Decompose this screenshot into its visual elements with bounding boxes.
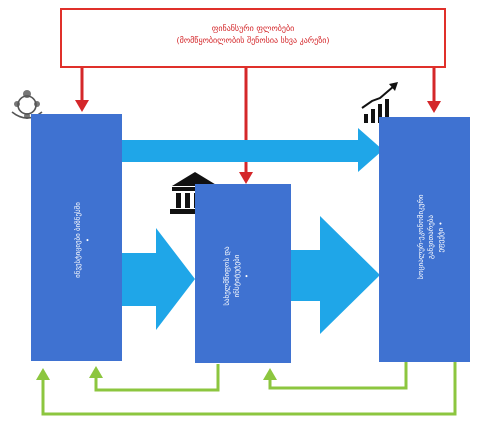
- left-block-label: ინვესტიციები ბიზნესში •: [73, 202, 93, 278]
- middle-block-line-3: •: [243, 273, 251, 279]
- right-block-line-2: განვითარება: [427, 215, 435, 259]
- middle-block-line-1: სახელმწიფოს და: [223, 246, 231, 306]
- top-context-box: ფინანსური ფლობები (მომწყობილობის შენოსია…: [60, 8, 446, 68]
- red-arrow-middle-head: [239, 172, 253, 184]
- feedback-head-left-outer: [36, 368, 50, 380]
- feedback-loop-middle-to-left: [94, 364, 220, 392]
- right-block-line-3: ეფექტი •: [437, 221, 445, 253]
- middle-block-label: სახელმწიფოს და ინსტიტუტები •: [222, 246, 252, 305]
- feedback-loop-right-to-middle: [268, 362, 408, 390]
- right-block-line-1: სოციალურ-ეკონომიკური: [417, 194, 425, 280]
- left-block-line-2: •: [84, 237, 92, 243]
- growth-chart-icon: [361, 82, 398, 123]
- flow-arrows: [121, 128, 383, 334]
- feedback-arrowheads: [36, 366, 277, 380]
- feedback-loop-right-to-left: [41, 362, 457, 416]
- feedback-loops: [41, 362, 457, 416]
- right-block-label: სოციალურ-ეკონომიკური განვითარება ეფექტი …: [416, 194, 446, 279]
- right-block: სოციალურ-ეკონომიკური განვითარება ეფექტი …: [379, 117, 470, 362]
- top-box-subtitle: (მომწყობილობის შენოსია სხვა კარეზი): [176, 36, 330, 45]
- left-block: ინვესტიციები ბიზნესში •: [31, 114, 122, 361]
- feedback-head-middle: [263, 368, 277, 380]
- red-connectors: [75, 68, 441, 184]
- flow-arrow-left-to-middle: [121, 228, 195, 330]
- flow-arrow-middle-to-right: [291, 216, 380, 334]
- red-arrow-left-head: [75, 100, 89, 112]
- top-box-title: ფინანსური ფლობები: [211, 24, 295, 33]
- left-block-line-1: ინვესტიციები ბიზნესში: [74, 202, 82, 278]
- middle-block-line-2: ინსტიტუტები: [233, 254, 241, 298]
- feedback-head-left-inner: [89, 366, 103, 378]
- red-arrow-right-head: [427, 101, 441, 113]
- middle-block: სახელმწიფოს და ინსტიტუტები •: [195, 184, 291, 363]
- flow-arrow-top: [121, 128, 383, 172]
- people-network-icon: [11, 90, 43, 119]
